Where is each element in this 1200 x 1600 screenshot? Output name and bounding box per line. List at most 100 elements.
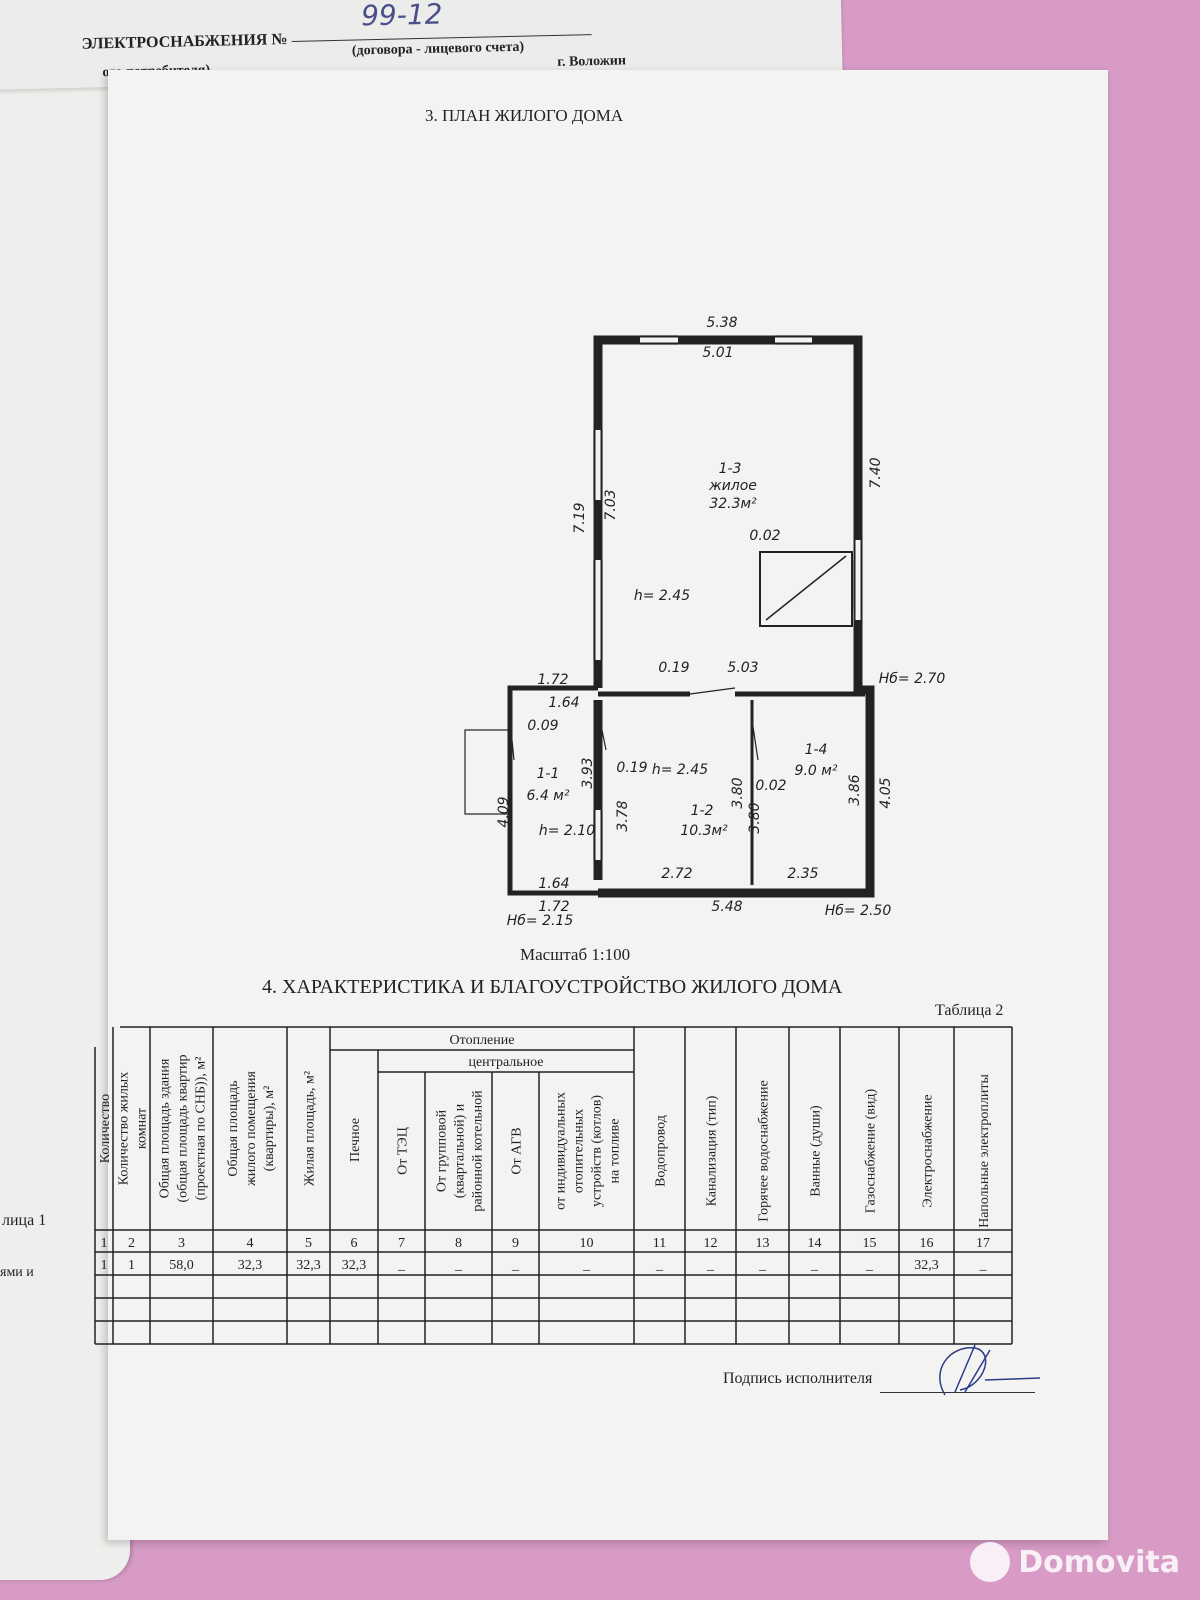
dimension-label: 7.19	[572, 502, 588, 533]
column-number: 1	[101, 1236, 108, 1251]
column-header: (квартальной) и	[453, 1103, 468, 1198]
column-header: Канализация (тип)	[705, 1095, 720, 1206]
table-cell: _	[810, 1258, 819, 1273]
dimension-label: Hб= 2.15	[507, 913, 574, 929]
signature-line	[880, 1392, 1035, 1393]
watermark-text: Domovita	[1018, 1544, 1180, 1580]
section4-title: 4. ХАРАКТЕРИСТИКА И БЛАГОУСТРОЙСТВО ЖИЛО…	[262, 976, 843, 998]
column-header: комнат	[135, 1108, 150, 1149]
column-header: Количество	[98, 1094, 113, 1163]
dimension-label: 1.72	[538, 899, 569, 915]
dimension-label: 0.19	[658, 660, 689, 676]
dimension-label: 4.09	[496, 796, 512, 827]
dimension-label: 1.64	[548, 695, 579, 711]
table-cell: _	[511, 1258, 520, 1273]
dimension-label: Hб= 2.50	[825, 903, 892, 919]
column-number: 16	[920, 1236, 934, 1251]
dimension-label: 1-3	[719, 461, 742, 477]
dimension-label: 0.02	[755, 778, 786, 794]
dimension-label: 3.86	[847, 774, 863, 805]
dimension-label: 0.02	[749, 528, 780, 544]
dimension-label: 4.05	[878, 777, 894, 808]
column-header: Напольные электроплиты	[977, 1074, 992, 1228]
dimension-label: 1-1	[537, 766, 560, 782]
column-header: (квартиры), м²	[262, 1086, 277, 1172]
column-number: 11	[653, 1236, 666, 1251]
column-header: Жилая площадь, м²	[303, 1071, 318, 1186]
left-row-fragment: ями и	[0, 1265, 34, 1280]
column-number: 4	[247, 1236, 254, 1251]
column-header: жилого помещения	[244, 1071, 259, 1187]
dimension-label: 2.72	[661, 866, 692, 882]
table-cell: _	[397, 1258, 406, 1273]
column-header: Газоснабжение (вид)	[864, 1088, 879, 1213]
table-cell: _	[979, 1258, 988, 1273]
dimension-label: 2.35	[787, 866, 818, 882]
column-header: От групповой	[435, 1109, 450, 1192]
dimension-label: 1-2	[691, 803, 714, 819]
column-number: 9	[512, 1236, 519, 1251]
column-header: районной котельной	[471, 1090, 486, 1212]
column-number: 17	[976, 1236, 990, 1251]
column-number: 10	[580, 1236, 594, 1251]
dimension-label: 5.38	[706, 315, 737, 331]
dimension-label: 3.93	[580, 757, 596, 788]
dimension-label: h= 2.10	[539, 823, 595, 839]
table-cell: _	[706, 1258, 715, 1273]
table-cell: _	[454, 1258, 463, 1273]
signature	[939, 1344, 1041, 1396]
table-cell: 32,3	[342, 1258, 367, 1273]
dimension-label: h= 2.45	[634, 588, 690, 604]
dimension-label: 1.72	[537, 672, 568, 688]
dimension-label: h= 2.45	[652, 762, 708, 778]
group-header-heating: Отопление	[450, 1033, 515, 1048]
dimension-label: 3.80	[730, 777, 746, 808]
column-header: Электроснабжение	[921, 1094, 936, 1207]
dimension-label: 7.03	[603, 489, 619, 520]
dimension-label: 0.19	[616, 760, 647, 776]
table-cell: 1	[128, 1258, 135, 1273]
column-header: От АГВ	[510, 1127, 525, 1174]
dimension-label: жилое	[708, 478, 757, 494]
column-header: Общая площадь	[226, 1080, 241, 1176]
column-header: Водопровод	[654, 1115, 669, 1187]
group-header-central: центральное	[468, 1055, 543, 1070]
porch	[464, 729, 511, 815]
table-cell: _	[582, 1258, 591, 1273]
column-header: на топливе	[608, 1119, 623, 1184]
table-cell: 32,3	[914, 1258, 939, 1273]
table-cell: _	[758, 1258, 767, 1273]
column-number: 3	[178, 1236, 185, 1251]
watermark-logo-icon	[970, 1542, 1011, 1582]
table-cell: _	[865, 1258, 874, 1273]
column-number: 2	[128, 1236, 135, 1251]
column-header: От ТЭЦ	[396, 1127, 411, 1175]
column-number: 8	[455, 1236, 462, 1251]
dimension-label: 32.3м²	[709, 496, 757, 512]
column-header: Количество жилых	[117, 1072, 132, 1185]
table-cell: _	[655, 1258, 664, 1273]
dimension-label: Hб= 2.70	[879, 671, 946, 687]
dimension-label: 7.40	[868, 457, 884, 488]
dimension-label: 9.0 м²	[795, 763, 838, 779]
dimension-label: 3.78	[615, 800, 631, 831]
column-header: устройств (котлов)	[590, 1095, 605, 1207]
column-number: 14	[808, 1236, 822, 1251]
table-caption: Таблица 2	[935, 1002, 1004, 1019]
column-number: 12	[704, 1236, 718, 1251]
stove	[759, 551, 853, 627]
watermark: Domovita	[970, 1542, 1180, 1582]
table-cell: 1	[101, 1258, 108, 1273]
column-number: 15	[863, 1236, 877, 1251]
table-cell: 32,3	[296, 1258, 321, 1273]
outer-wall	[593, 335, 875, 898]
table-cell: 32,3	[238, 1258, 263, 1273]
column-number: 5	[305, 1236, 312, 1251]
dimension-label: 3.80	[747, 802, 763, 833]
dimension-label: 5.03	[727, 660, 758, 676]
dimension-label: 1.64	[538, 876, 569, 892]
column-header: (проектная по СНБ)), м²	[194, 1057, 209, 1201]
